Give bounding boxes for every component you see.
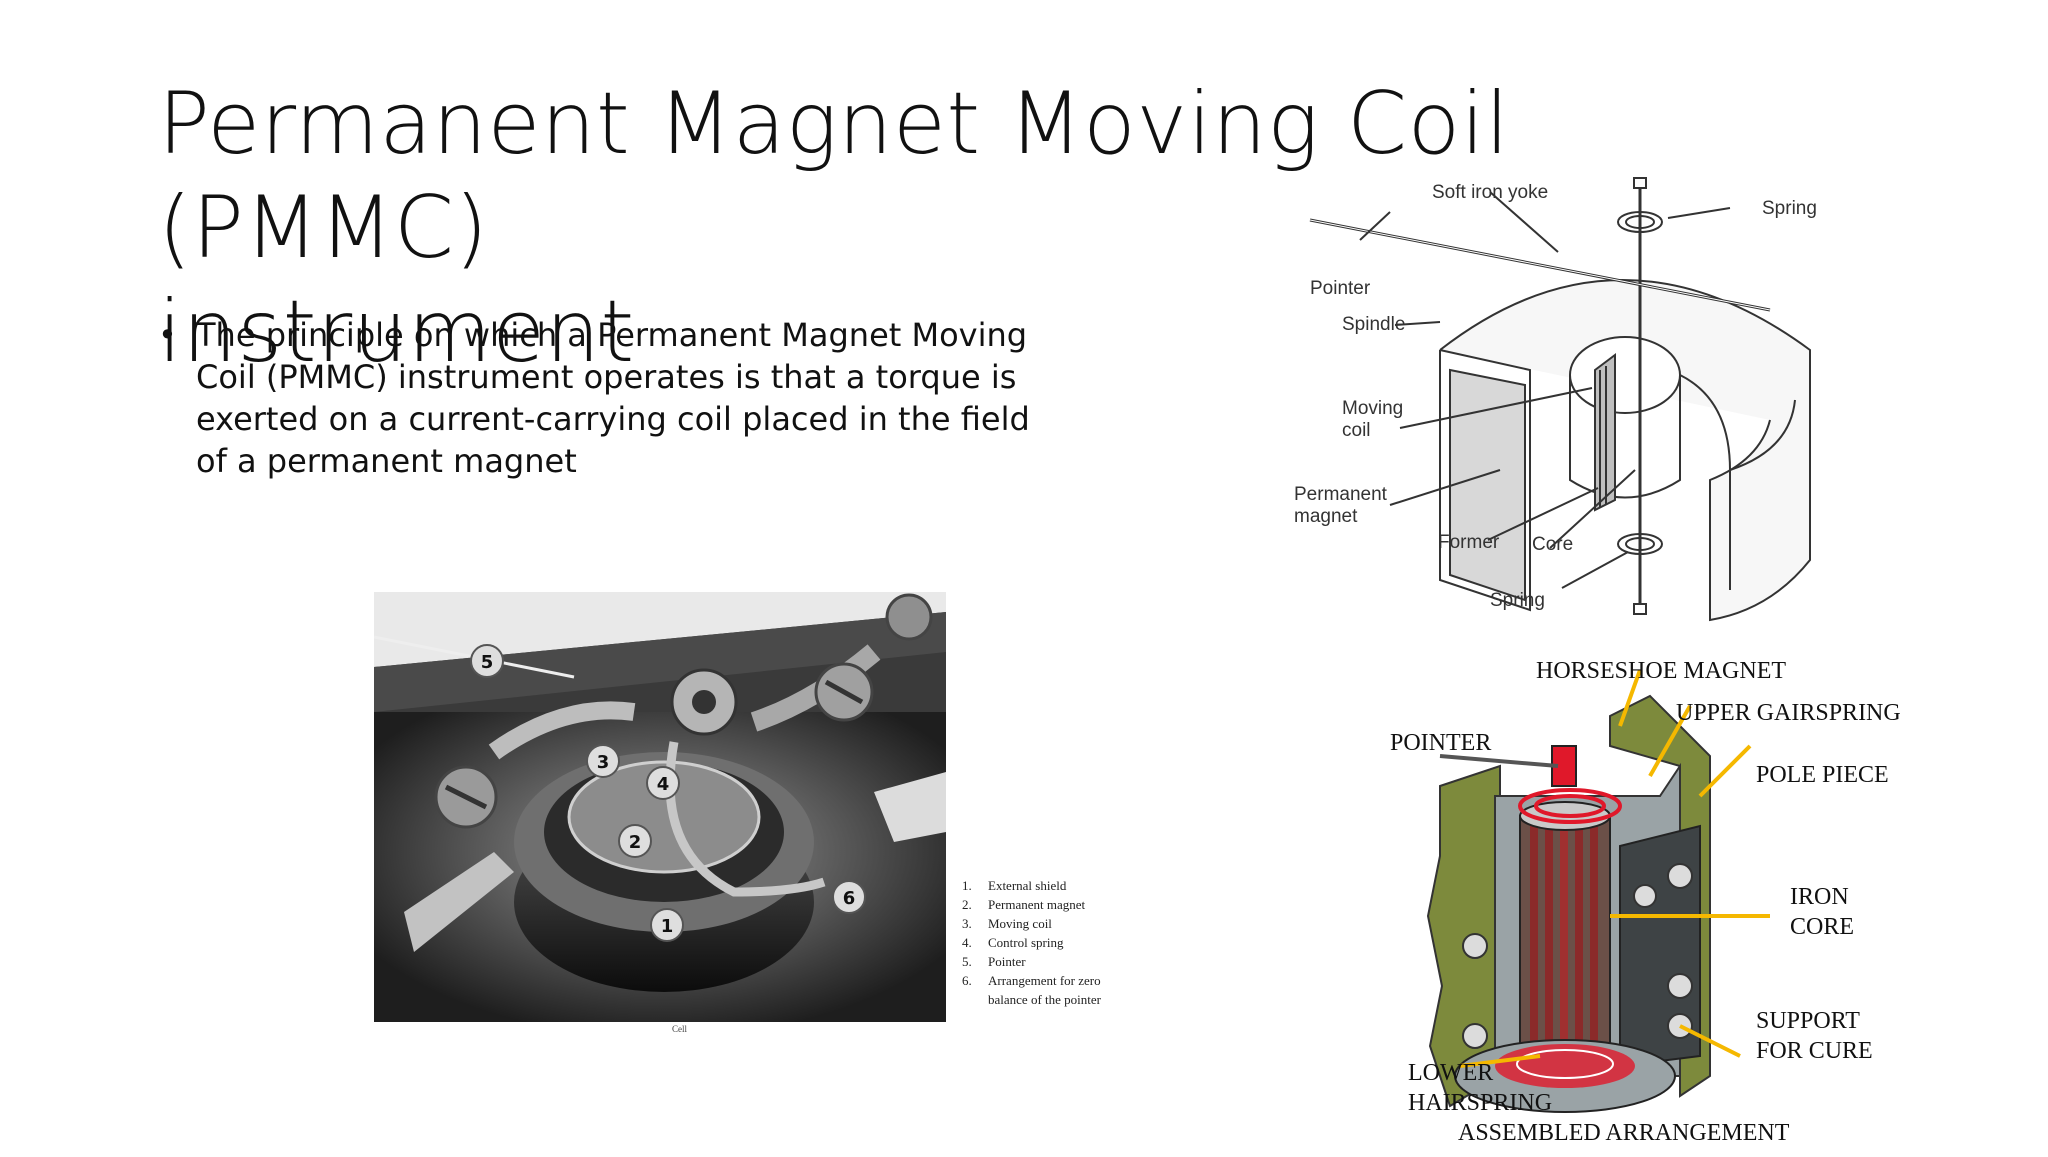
pmmc-color-drawing (1426, 669, 1770, 1113)
pmmc-color-diagram: HORSESHOE MAGNET UPPER GAIRSPRING POINTE… (1380, 656, 1940, 1152)
callout-4: 4 (646, 766, 680, 800)
bullet-symbol: • (158, 316, 177, 354)
label-pointer: Pointer (1310, 278, 1371, 299)
label-former: Former (1438, 532, 1500, 553)
label-soft-iron-yoke: Soft iron yoke (1432, 182, 1549, 203)
label-spring-bottom: Spring (1490, 590, 1545, 611)
photo-legend: 1.External shield 2.Permanent magnet 3.M… (962, 876, 1132, 1009)
slide-title-line-2: instrument (158, 282, 635, 382)
label-lower-hairspring-2: HAIRSPRING (1408, 1090, 1553, 1116)
callout-2: 2 (618, 824, 652, 858)
label-horseshoe-magnet: HORSESHOE MAGNET (1536, 658, 1787, 684)
pmmc-photo: 5 3 4 2 1 6 (374, 592, 946, 1022)
label-pole-piece: POLE PIECE (1756, 762, 1889, 788)
legend-item: 3.Moving coil (962, 916, 1052, 931)
label-permanent-magnet-1: Permanent (1294, 484, 1387, 505)
label-support-1: SUPPORT (1756, 1008, 1860, 1034)
label-lower-hairspring-1: LOWER (1408, 1060, 1494, 1086)
label-iron-core-1: IRON (1790, 884, 1849, 910)
label-spring-top: Spring (1762, 198, 1817, 219)
pmmc-photo-illustration (374, 592, 946, 1022)
label-iron-core-2: CORE (1790, 914, 1855, 940)
label-assembled-arrangement: ASSEMBLED ARRANGEMENT (1458, 1120, 1790, 1146)
label-core: Core (1532, 534, 1574, 555)
bullet-text: The principle on which a Permanent Magne… (196, 316, 1030, 480)
callout-3: 3 (586, 744, 620, 778)
bullet-point: • The principle on which a Permanent Mag… (158, 314, 1058, 482)
slide-title: Permanent Magnet Moving Coil (PMMC) inst… (158, 72, 1758, 384)
pmmc-line-drawing (1309, 177, 1811, 622)
label-pointer-color: POINTER (1390, 730, 1492, 756)
label-moving-coil-2: coil (1342, 420, 1371, 441)
label-support-2: FOR CURE (1756, 1038, 1873, 1064)
label-upper-gairspring: UPPER GAIRSPRING (1676, 700, 1901, 726)
photo-caption: Cell (672, 1024, 687, 1034)
slide-title-line-1: Permanent Magnet Moving Coil (PMMC) (158, 74, 1510, 278)
label-spindle: Spindle (1342, 314, 1406, 335)
legend-item: 5.Pointer (962, 954, 1026, 969)
callout-5: 5 (470, 644, 504, 678)
legend-item: 2.Permanent magnet (962, 897, 1086, 912)
callout-6: 6 (832, 880, 866, 914)
legend-item: 1.External shield (962, 878, 1067, 893)
label-permanent-magnet-2: magnet (1294, 506, 1358, 527)
legend-item: 6.Arrangement for zero balance of the po… (962, 973, 1101, 1007)
callout-1: 1 (650, 908, 684, 942)
legend-item: 4.Control spring (962, 935, 1064, 950)
label-moving-coil-1: Moving (1342, 398, 1404, 419)
pmmc-line-diagram: Soft iron yoke Spring Pointer Spindle Mo… (1290, 170, 1850, 630)
